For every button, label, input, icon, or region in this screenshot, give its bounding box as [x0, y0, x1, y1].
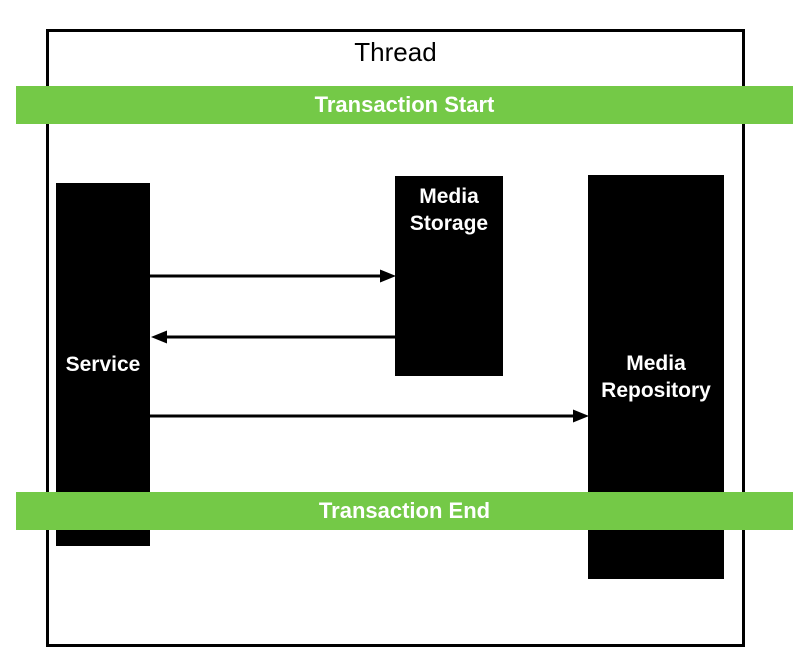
transaction-start-bar: Transaction Start	[16, 86, 793, 124]
transaction-end-bar: Transaction End	[16, 492, 793, 530]
node-media-storage-label: Media Storage	[409, 185, 489, 235]
node-service-label: Service	[65, 353, 141, 376]
thread-title: Thread	[354, 37, 437, 67]
thread-boundary-box	[46, 29, 745, 647]
node-media-storage: Media Storage	[395, 176, 503, 376]
transaction-start-label: Transaction Start	[314, 92, 495, 117]
node-service: Service	[56, 183, 150, 546]
node-media-repository-label: Media Repository	[601, 352, 711, 402]
transaction-end-label: Transaction End	[318, 498, 491, 523]
